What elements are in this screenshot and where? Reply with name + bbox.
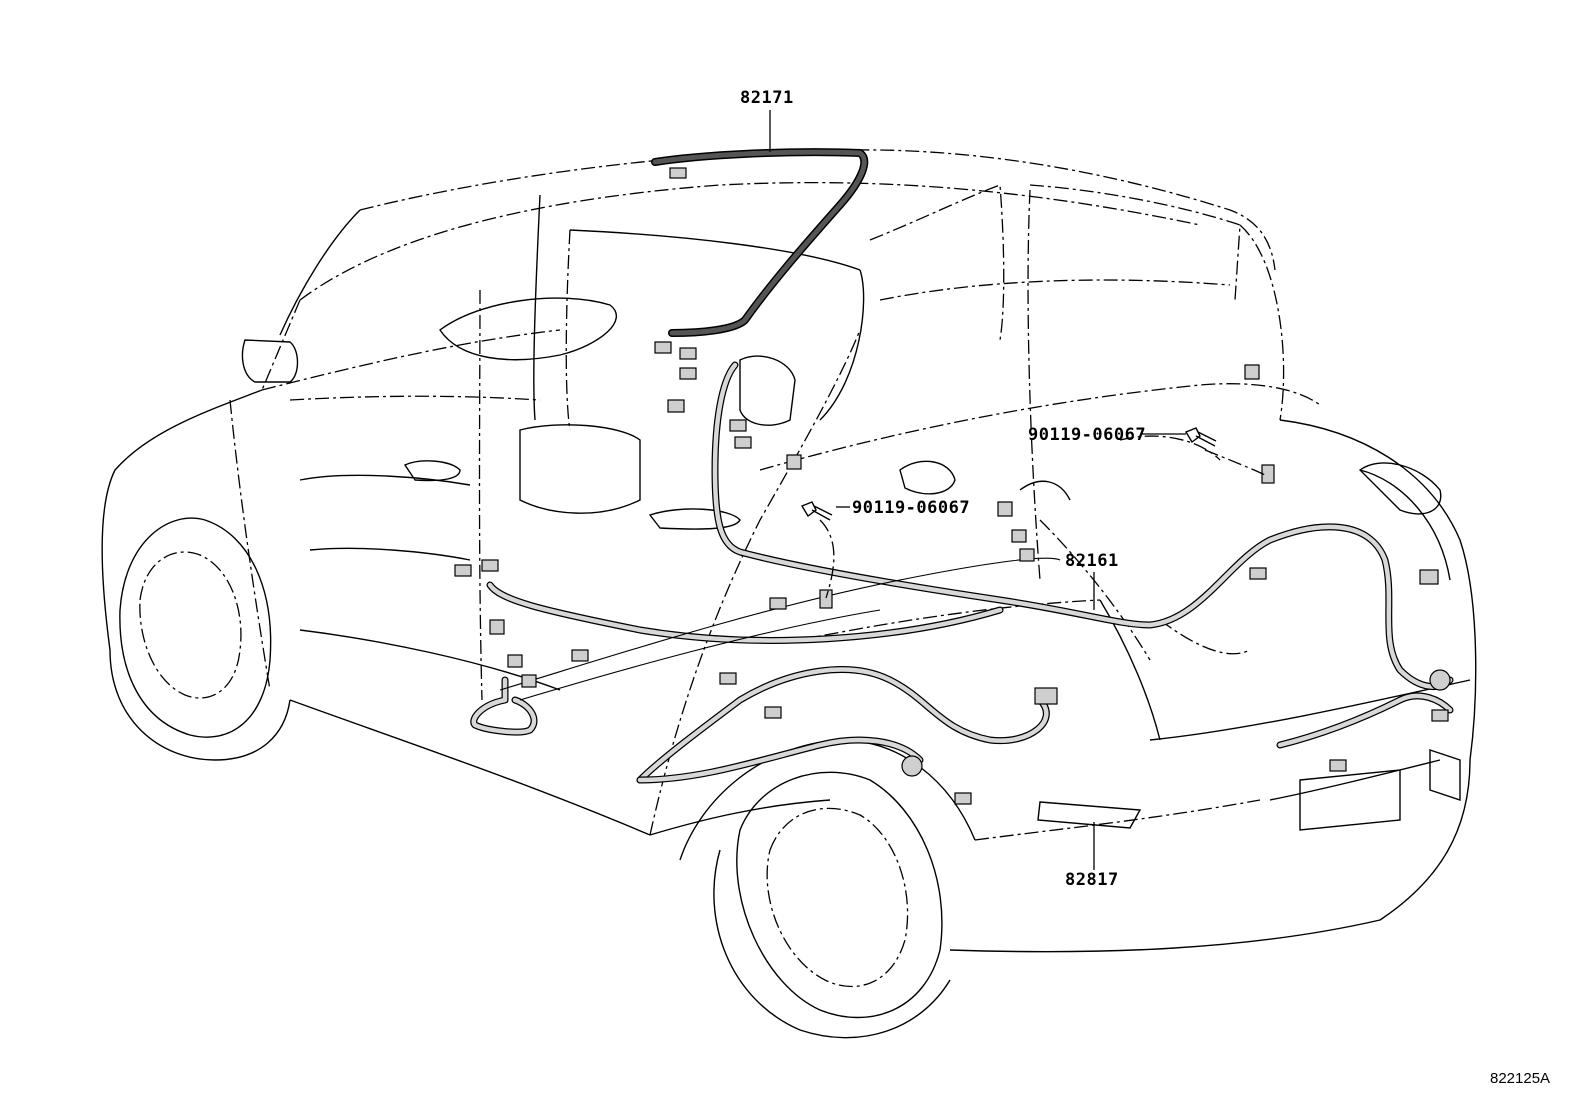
part-label-bolt-lower: 90119-06067 bbox=[852, 498, 971, 518]
floor-harness bbox=[470, 361, 1454, 784]
car-body-outline bbox=[101, 149, 1477, 1039]
roof-connector-3 bbox=[679, 347, 697, 360]
leader-lines bbox=[769, 110, 1266, 870]
part-label-82817: 82817 bbox=[1065, 870, 1119, 890]
part-label-82171: 82171 bbox=[740, 88, 794, 108]
roof-harness bbox=[651, 148, 869, 360]
part-label-bolt-upper: 90119-06067 bbox=[1028, 425, 1147, 445]
label-plate bbox=[1037, 801, 1142, 829]
bolt-icon bbox=[800, 427, 1217, 521]
figure-code: 822125A bbox=[1490, 1070, 1551, 1087]
part-label-82161: 82161 bbox=[1065, 551, 1119, 571]
connectors bbox=[454, 364, 1451, 805]
roof-connector-2 bbox=[654, 341, 672, 354]
roof-connector-1 bbox=[669, 167, 687, 179]
